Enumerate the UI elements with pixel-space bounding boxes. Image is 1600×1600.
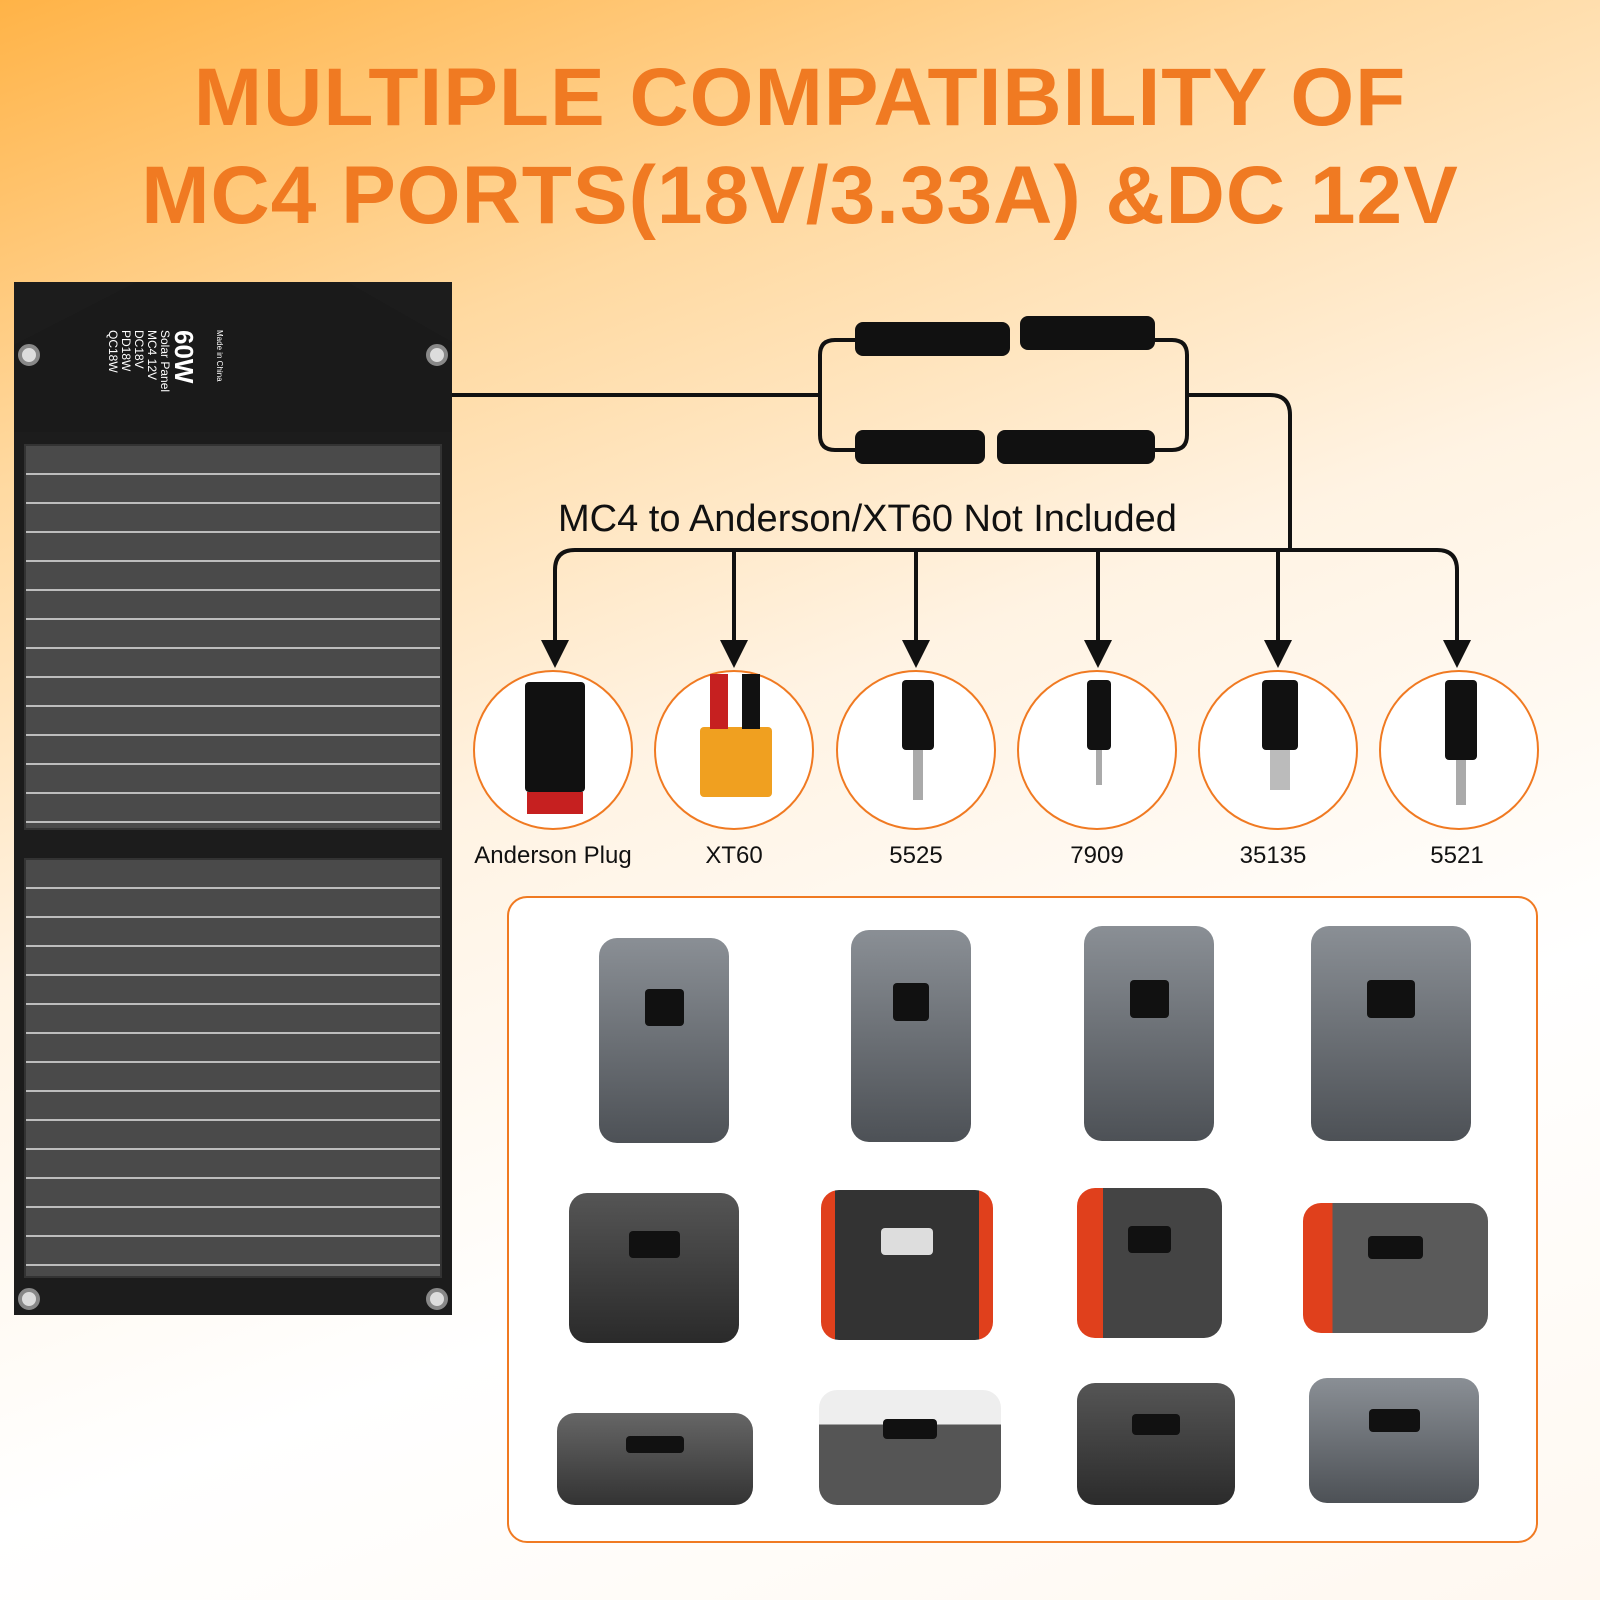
cable-line	[732, 550, 1280, 650]
power-station-image	[599, 938, 729, 1143]
anderson-plug-image	[473, 670, 633, 830]
headline-line-1: MULTIPLE COMPATIBILITY OF	[193, 52, 1407, 143]
cable-line	[553, 548, 1459, 650]
grommet	[18, 1288, 40, 1310]
plug-label: 5525	[889, 842, 943, 869]
power-station-image	[1077, 1383, 1235, 1505]
plug-label: XT60	[705, 842, 763, 869]
headline-line-2: MC4 PORTS(18V/3.33A) &DC 12V	[141, 150, 1459, 241]
not-included-note: MC4 to Anderson/XT60 Not Included	[558, 498, 1177, 540]
solar-cells-lower	[24, 858, 442, 1278]
power-station-image	[851, 930, 971, 1142]
solar-panel: Made in China 60W Solar Panel MC4 12V DC…	[14, 282, 452, 1315]
grommet	[18, 344, 40, 366]
mc4-connector	[855, 430, 985, 464]
7909-plug-image	[1017, 670, 1177, 830]
mc4-connector	[1020, 316, 1155, 350]
mc4-connector	[855, 322, 1010, 356]
arrow-icon	[902, 640, 930, 668]
power-station-image	[569, 1193, 739, 1343]
power-station-image	[1077, 1188, 1222, 1338]
mc4-connector	[997, 430, 1155, 464]
solar-cells-upper	[24, 444, 442, 830]
5521-plug-image	[1379, 670, 1539, 830]
grommet	[426, 344, 448, 366]
grommet	[426, 1288, 448, 1310]
xt60-plug-image	[654, 670, 814, 830]
arrow-icon	[1084, 640, 1112, 668]
cable-line	[818, 338, 860, 452]
plug-label: 5521	[1430, 842, 1484, 869]
arrow-icon	[1264, 640, 1292, 668]
power-station-image	[1303, 1203, 1488, 1333]
plug-label: 7909	[1070, 842, 1124, 869]
compatible-devices-panel	[507, 896, 1538, 1543]
power-station-image	[819, 1390, 1001, 1505]
power-station-image	[1311, 926, 1471, 1141]
arrow-icon	[541, 640, 569, 668]
power-station-image	[1309, 1378, 1479, 1503]
power-station-image	[1084, 926, 1214, 1141]
power-station-image	[557, 1413, 753, 1505]
plug-label: Anderson Plug	[474, 842, 632, 869]
cable-line	[1150, 338, 1292, 550]
plug-label: 35135	[1239, 842, 1307, 869]
power-station-image	[821, 1190, 993, 1340]
arrow-icon	[720, 640, 748, 668]
5525-plug-image	[836, 670, 996, 830]
35135-plug-image	[1198, 670, 1358, 830]
arrow-icon	[1443, 640, 1471, 668]
